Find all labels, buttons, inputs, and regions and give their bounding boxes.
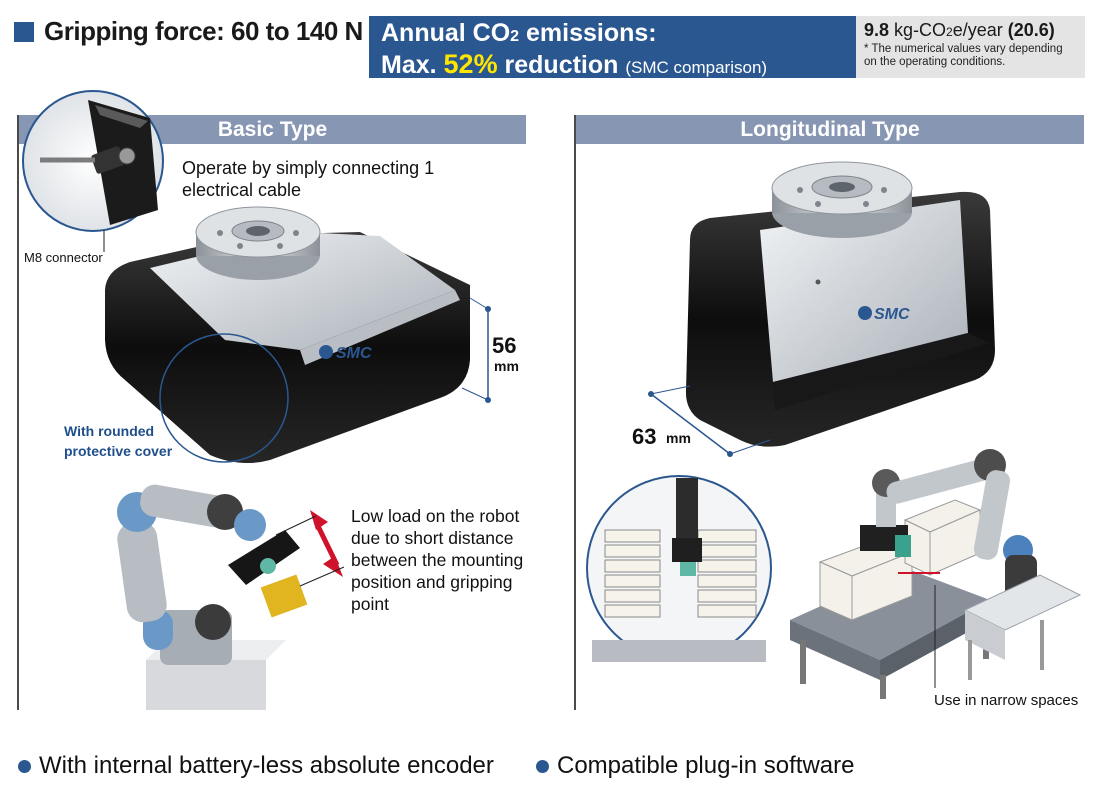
cable-description: Operate by simply connecting 1 electrica…	[182, 158, 435, 200]
feature-encoder: With internal battery-less absolute enco…	[18, 752, 494, 780]
longitudinal-type-header: Longitudinal Type	[574, 115, 1084, 144]
rounded-cover-label-line2: protective cover	[64, 443, 173, 459]
bullet-dot-icon	[536, 759, 549, 773]
rounded-cover-label-line1: With rounded	[64, 423, 155, 439]
basic-type-gripper	[105, 206, 470, 464]
basic-robot-arm	[117, 484, 308, 710]
longitudinal-robot-cell	[790, 449, 1082, 699]
longitudinal-type-gripper	[685, 161, 995, 447]
feature-encoder-text: With internal battery-less absolute enco…	[39, 752, 494, 779]
height-value: 56	[492, 333, 517, 358]
narrow-spaces-label: Use in narrow spaces	[934, 692, 1079, 709]
co2-unit-subscript: 2	[946, 25, 953, 39]
longitudinal-smc-logo	[858, 306, 872, 320]
co2-banner: Annual CO2 emissions: Max. 52% reduction…	[369, 16, 856, 79]
width-dimension-line	[648, 385, 771, 457]
co2-subscript: 2	[510, 28, 520, 45]
basic-smc-logo-text: SMC	[336, 345, 372, 362]
co2-label-suffix: emissions:	[519, 19, 657, 47]
longitudinal-panel-border	[574, 115, 576, 710]
co2-line-1: Annual CO2 emissions:	[381, 20, 844, 50]
header-square-bullet	[14, 22, 34, 42]
m8-connector-label: M8 connector	[24, 250, 103, 265]
basic-smc-logo	[319, 345, 333, 359]
feature-software-text: Compatible plug-in software	[557, 752, 855, 779]
width-value: 63	[632, 424, 657, 449]
width-unit: mm	[666, 430, 691, 446]
load-distance-arrow	[275, 510, 345, 587]
co2-percent: 52%	[443, 49, 498, 79]
co2-compare-value: (20.6)	[1007, 20, 1055, 40]
basic-panel-border	[17, 115, 19, 710]
rounded-cover-highlight	[159, 333, 289, 463]
co2-reduction-label: reduction	[497, 51, 626, 79]
feature-software: Compatible plug-in software	[536, 752, 854, 780]
co2-value: 9.8 kg-CO2e/year (20.6)	[864, 20, 1077, 41]
narrow-space-zoom	[586, 475, 772, 662]
co2-amount: 9.8	[864, 20, 890, 40]
height-unit: mm	[494, 358, 519, 374]
co2-line-2: Max. 52% reduction (SMC comparison)	[381, 50, 844, 82]
co2-unit: kg-CO	[889, 20, 947, 40]
co2-max-label: Max.	[381, 51, 444, 79]
gripping-force-title: Gripping force: 60 to 140 N	[44, 16, 363, 46]
height-dimension-line	[461, 297, 491, 403]
bullet-dot-icon	[18, 759, 31, 773]
m8-connector-zoom	[22, 90, 164, 232]
longitudinal-smc-logo-text: SMC	[874, 306, 910, 323]
co2-footnote: * The numerical values vary depending on…	[864, 43, 1063, 68]
co2-value-box: 9.8 kg-CO2e/year (20.6) * The numerical …	[856, 16, 1085, 78]
co2-label: Annual CO	[381, 19, 511, 47]
co2-unit-suffix: e/year	[952, 20, 1008, 40]
robot-load-description: Low load on the robot due to short dista…	[351, 506, 524, 614]
co2-comparison: (SMC comparison)	[625, 58, 768, 77]
